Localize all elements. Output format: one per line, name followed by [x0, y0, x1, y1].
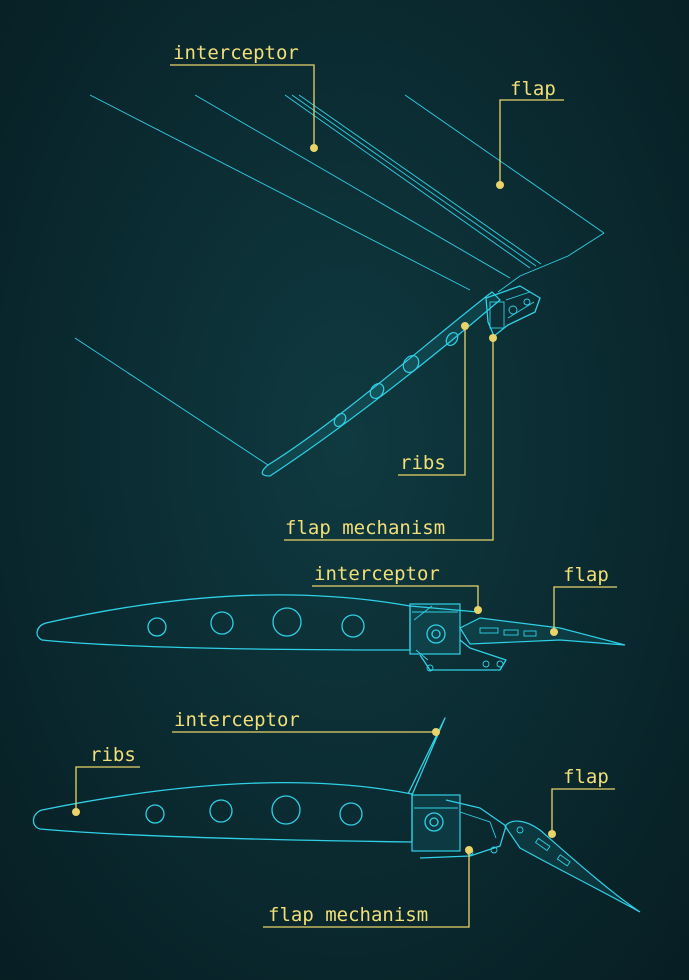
- interceptor-extended: [407, 717, 446, 796]
- side-view-extended: [32, 717, 641, 913]
- flap-extended: [504, 820, 641, 913]
- interceptor-retracted: [409, 605, 479, 613]
- label-interceptor-extended: interceptor: [174, 709, 300, 731]
- rib-holes-retracted: [147, 607, 365, 638]
- wing-surface-lines: [74, 94, 605, 466]
- label-flap-retracted: flap: [563, 564, 609, 586]
- label-interceptor-iso: interceptor: [173, 42, 299, 64]
- isometric-flap-mechanism: [485, 285, 541, 337]
- wing-root-rib: [261, 291, 501, 477]
- callout-labels: interceptor flap ribs flap mechanism int…: [90, 42, 609, 926]
- label-ribs-iso: ribs: [400, 452, 446, 474]
- side-view-retracted: [36, 594, 626, 672]
- flap-slots-extended: [534, 837, 571, 867]
- label-flap-mechanism-extended: flap mechanism: [268, 904, 428, 926]
- label-flap-extended: flap: [563, 766, 609, 788]
- label-flap-mechanism-iso: flap mechanism: [285, 517, 445, 539]
- label-ribs-extended: ribs: [90, 744, 136, 766]
- isometric-wing-view: [74, 94, 605, 477]
- airfoil-extended: [32, 781, 413, 843]
- rib-holes-extended: [145, 795, 363, 826]
- label-flap-iso: flap: [510, 78, 556, 100]
- mechanism-retracted: [409, 603, 507, 672]
- airfoil-retracted: [36, 594, 411, 651]
- flap-slots-retracted: [479, 627, 537, 637]
- label-interceptor-retracted: interceptor: [314, 563, 440, 585]
- flap-retracted: [459, 617, 626, 646]
- mechanism-extended: [411, 794, 524, 859]
- leader-lines: [72, 64, 617, 928]
